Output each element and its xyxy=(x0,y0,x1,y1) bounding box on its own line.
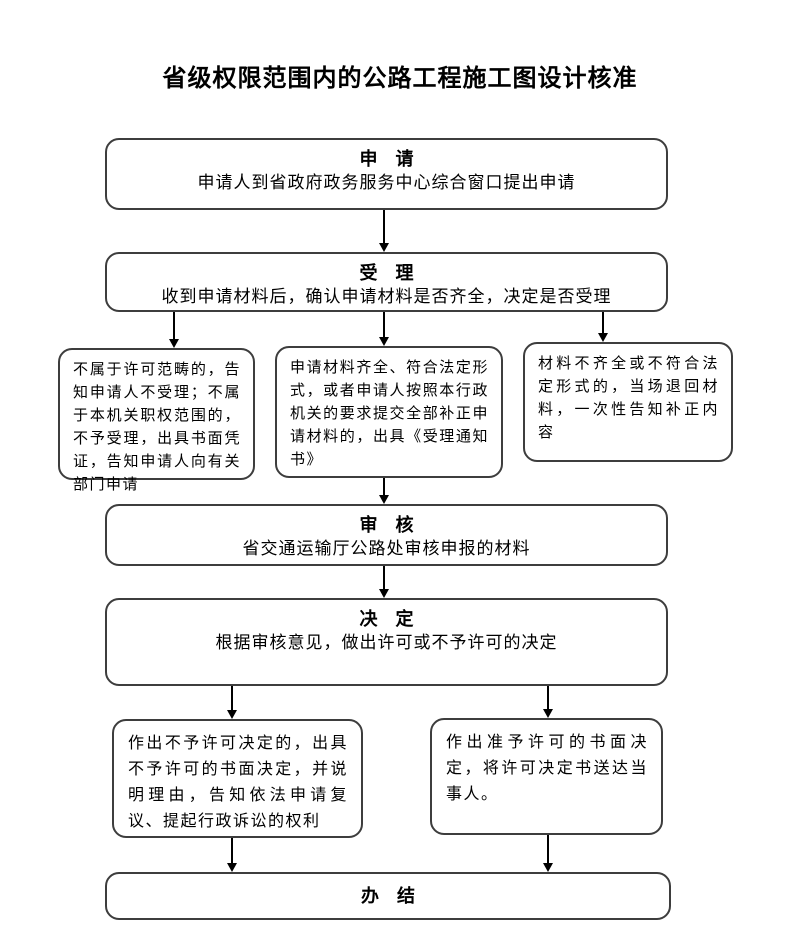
node-decision-heading: 决 定 xyxy=(359,609,414,629)
page-title: 省级权限范围内的公路工程施工图设计核准 xyxy=(162,65,638,92)
node-grant-body: 作出准予许可的书面决定，将许可决定书送达当事人。 xyxy=(446,734,648,803)
node-accept-branch: 申请材料齐全、符合法定形式，或者申请人按照本行政机关的要求提交全部补正申请材料的… xyxy=(275,346,503,478)
node-review: 审 核 省交通运输厅公路处审核申报的材料 xyxy=(105,504,668,566)
node-accept-heading: 受 理 xyxy=(359,263,414,283)
node-return-branch: 材料不齐全或不符合法定形式的，当场退回材料，一次性告知补正内容 xyxy=(523,342,733,462)
arrow-accept-branch-to-review xyxy=(378,478,390,504)
node-apply-heading: 申 请 xyxy=(359,149,414,169)
node-decision-body: 根据审核意见，做出许可或不予许可的决定 xyxy=(215,633,558,652)
arrow-decision-to-grant xyxy=(542,686,554,718)
node-decision: 决 定 根据审核意见，做出许可或不予许可的决定 xyxy=(105,598,668,686)
node-apply-body: 申请人到省政府政务服务中心综合窗口提出申请 xyxy=(197,173,576,192)
node-accept-branch-body: 申请材料齐全、符合法定形式，或者申请人按照本行政机关的要求提交全部补正申请材料的… xyxy=(290,360,489,468)
node-reject-branch: 不属于许可范畴的，告知申请人不受理；不属于本机关职权范围的，不予受理，出具书面凭… xyxy=(58,348,255,493)
arrow-decision-to-deny xyxy=(226,686,238,719)
arrow-apply-to-accept xyxy=(378,210,390,252)
arrow-deny-to-complete xyxy=(226,838,238,872)
arrow-accept-to-reject-branch xyxy=(168,312,180,348)
node-reject-branch-body: 不属于许可范畴的，告知申请人不受理；不属于本机关职权范围的，不予受理，出具书面凭… xyxy=(73,362,241,493)
arrow-accept-to-return-branch xyxy=(597,312,609,342)
node-accept: 受 理 收到申请材料后，确认申请材料是否齐全，决定是否受理 xyxy=(105,252,668,312)
node-accept-body: 收到申请材料后，确认申请材料是否齐全，决定是否受理 xyxy=(161,287,612,306)
node-complete-heading: 办 结 xyxy=(361,886,415,906)
node-deny: 作出不予许可决定的，出具不予许可的书面决定，并说明理由，告知依法申请复议、提起行… xyxy=(112,719,363,838)
arrow-grant-to-complete xyxy=(542,835,554,872)
node-review-body: 省交通运输厅公路处审核申报的材料 xyxy=(242,539,531,558)
arrow-review-to-decision xyxy=(378,566,390,598)
node-grant: 作出准予许可的书面决定，将许可决定书送达当事人。 xyxy=(430,718,663,835)
node-return-branch-body: 材料不齐全或不符合法定形式的，当场退回材料，一次性告知补正内容 xyxy=(538,356,719,441)
node-complete: 办 结 xyxy=(105,872,671,920)
node-review-heading: 审 核 xyxy=(359,515,414,535)
arrow-accept-to-accept-branch xyxy=(378,312,390,346)
node-apply: 申 请 申请人到省政府政务服务中心综合窗口提出申请 xyxy=(105,138,668,210)
node-deny-body: 作出不予许可决定的，出具不予许可的书面决定，并说明理由，告知依法申请复议、提起行… xyxy=(128,735,348,830)
